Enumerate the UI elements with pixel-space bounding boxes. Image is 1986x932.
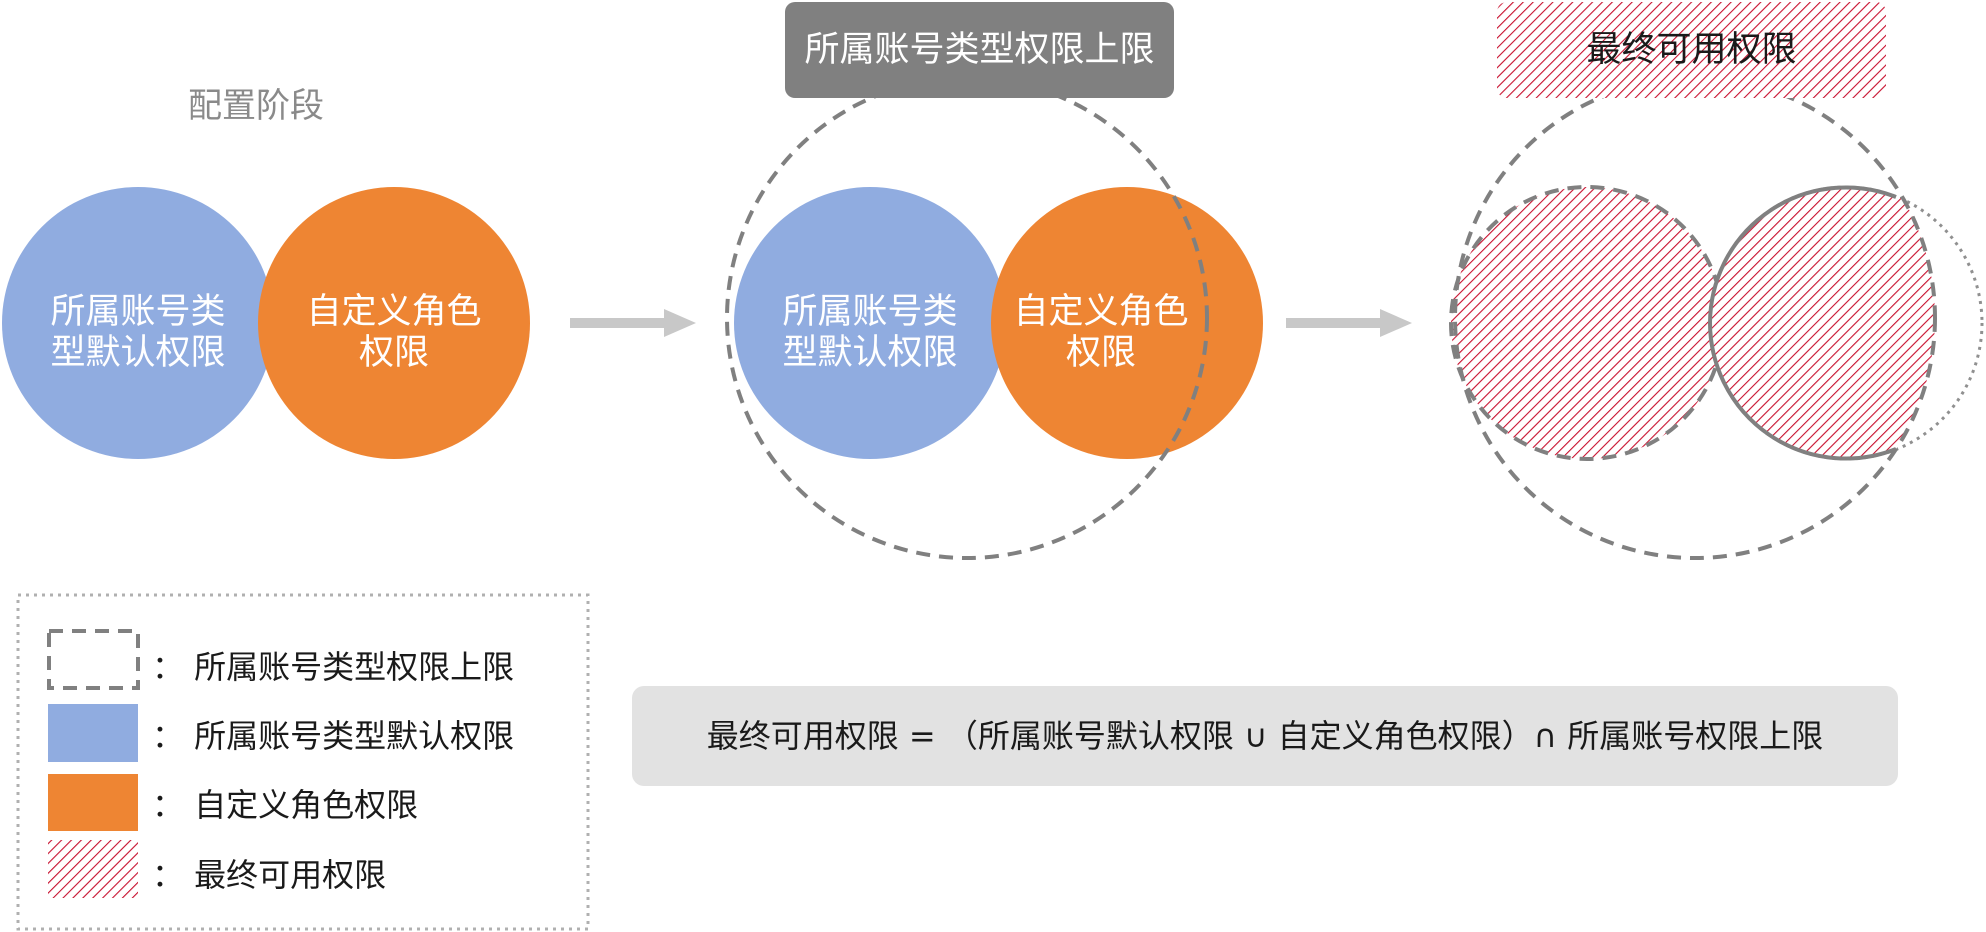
dashed-box-icon (47, 629, 140, 690)
arrow-right-icon (1286, 309, 1412, 337)
stage1-default-permission-label: 所属账号类 型默认权限 (50, 292, 226, 373)
stage2-default-permission-circle (734, 187, 1006, 459)
hatched-swatch-icon (48, 840, 138, 898)
legend-label-custom-role: ： 自定义角色权限 (152, 786, 419, 824)
stage1-custom-role-label: 自定义角色 权限 (306, 292, 482, 373)
stage3-final-tag-box (1497, 2, 1886, 98)
stage1-custom-role-circle (258, 187, 530, 459)
stage3-final-tag: 最终可用权限 (1586, 30, 1797, 70)
stage2-custom-role-label: 自定义角色 权限 (1013, 292, 1189, 373)
legend-border (16, 593, 590, 931)
legend-label-final-permission: ： 最终可用权限 (152, 856, 387, 894)
orange-swatch-icon (48, 774, 138, 831)
stage3-right-region-outline (1708, 322, 1897, 461)
arrow-right-icon (570, 309, 696, 337)
legend-label-default-permission: ： 所属账号类型默认权限 (152, 717, 515, 755)
stage2-default-permission-label: 所属账号类 型默认权限 (782, 292, 958, 373)
stage2-upper-limit-tag: 所属账号类型权限上限 (785, 2, 1174, 98)
blue-swatch-icon (48, 704, 138, 762)
stage-label: 配置阶段 (188, 86, 324, 126)
stage1-default-permission-circle (2, 187, 274, 459)
stage3-left-hatched-region (1449, 185, 1725, 461)
formula-box: 最终可用权限 = （所属账号默认权限 ∪ 自定义角色权限）∩ 所属账号权限上限 (632, 686, 1898, 786)
stage3-right-region-outline (1708, 185, 1897, 324)
legend-label-upper-limit: ： 所属账号类型权限上限 (152, 648, 515, 686)
stage3-right-hatched-region (1710, 187, 1935, 459)
